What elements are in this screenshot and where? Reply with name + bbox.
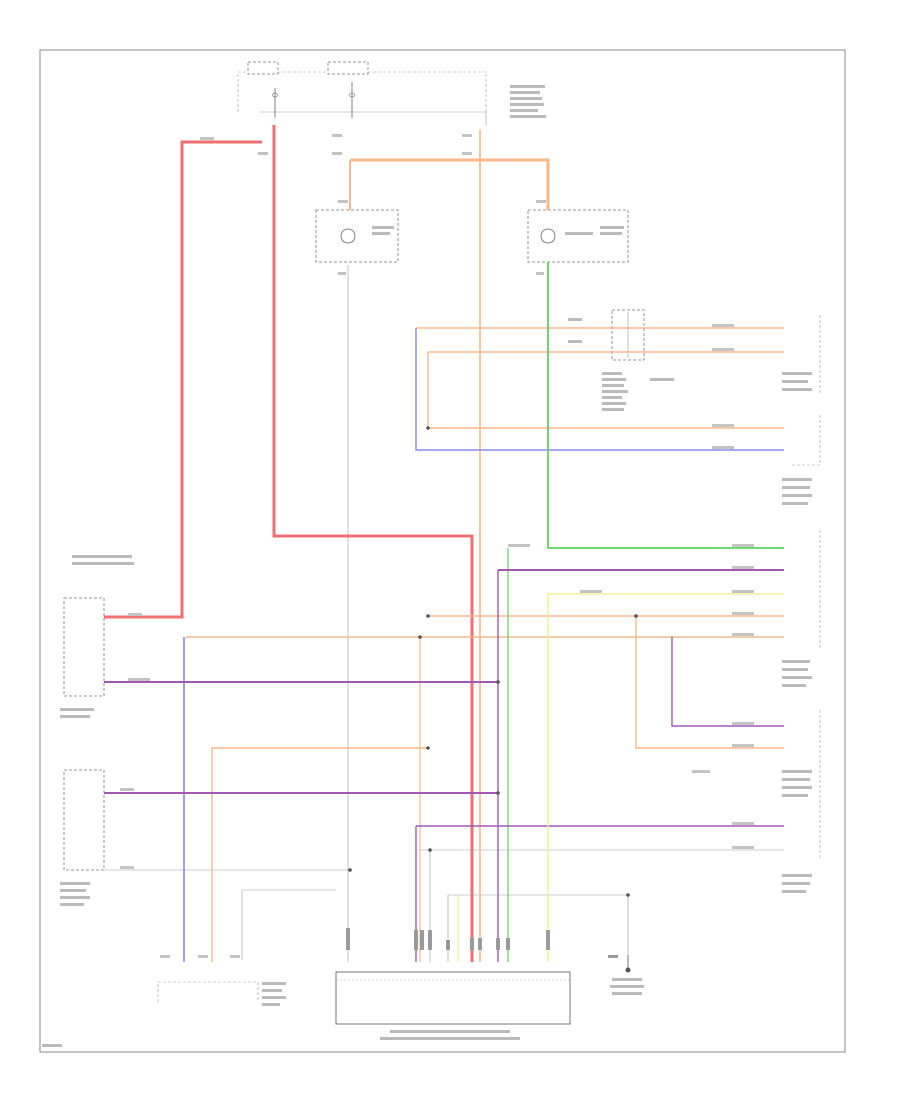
gray-wires <box>104 265 784 962</box>
left-upper-component <box>60 555 134 718</box>
orange-wires <box>186 130 784 962</box>
fuse-block <box>237 61 546 125</box>
control-unit-pins <box>346 928 618 958</box>
diagram-border <box>39 49 846 1053</box>
purple-wires <box>104 569 784 962</box>
circle-lamp-icon <box>540 228 556 244</box>
right-components <box>782 315 821 893</box>
left-indicator-box <box>315 209 399 263</box>
bottom-left-connector <box>157 981 286 1006</box>
blue-wires <box>183 328 784 962</box>
middle-connector <box>568 309 674 411</box>
yellow-wire <box>457 593 784 962</box>
green-wire <box>507 262 784 962</box>
ground-icon <box>610 955 644 995</box>
figure-caption <box>42 1044 62 1047</box>
fuse-icon <box>271 82 356 118</box>
control-unit <box>335 971 571 1040</box>
left-lower-component <box>60 769 105 906</box>
right-indicator-box <box>527 209 629 263</box>
circle-lamp-icon <box>340 228 356 244</box>
junction-dots <box>348 426 638 897</box>
red-wire <box>104 125 474 962</box>
wire-tags <box>120 134 754 958</box>
